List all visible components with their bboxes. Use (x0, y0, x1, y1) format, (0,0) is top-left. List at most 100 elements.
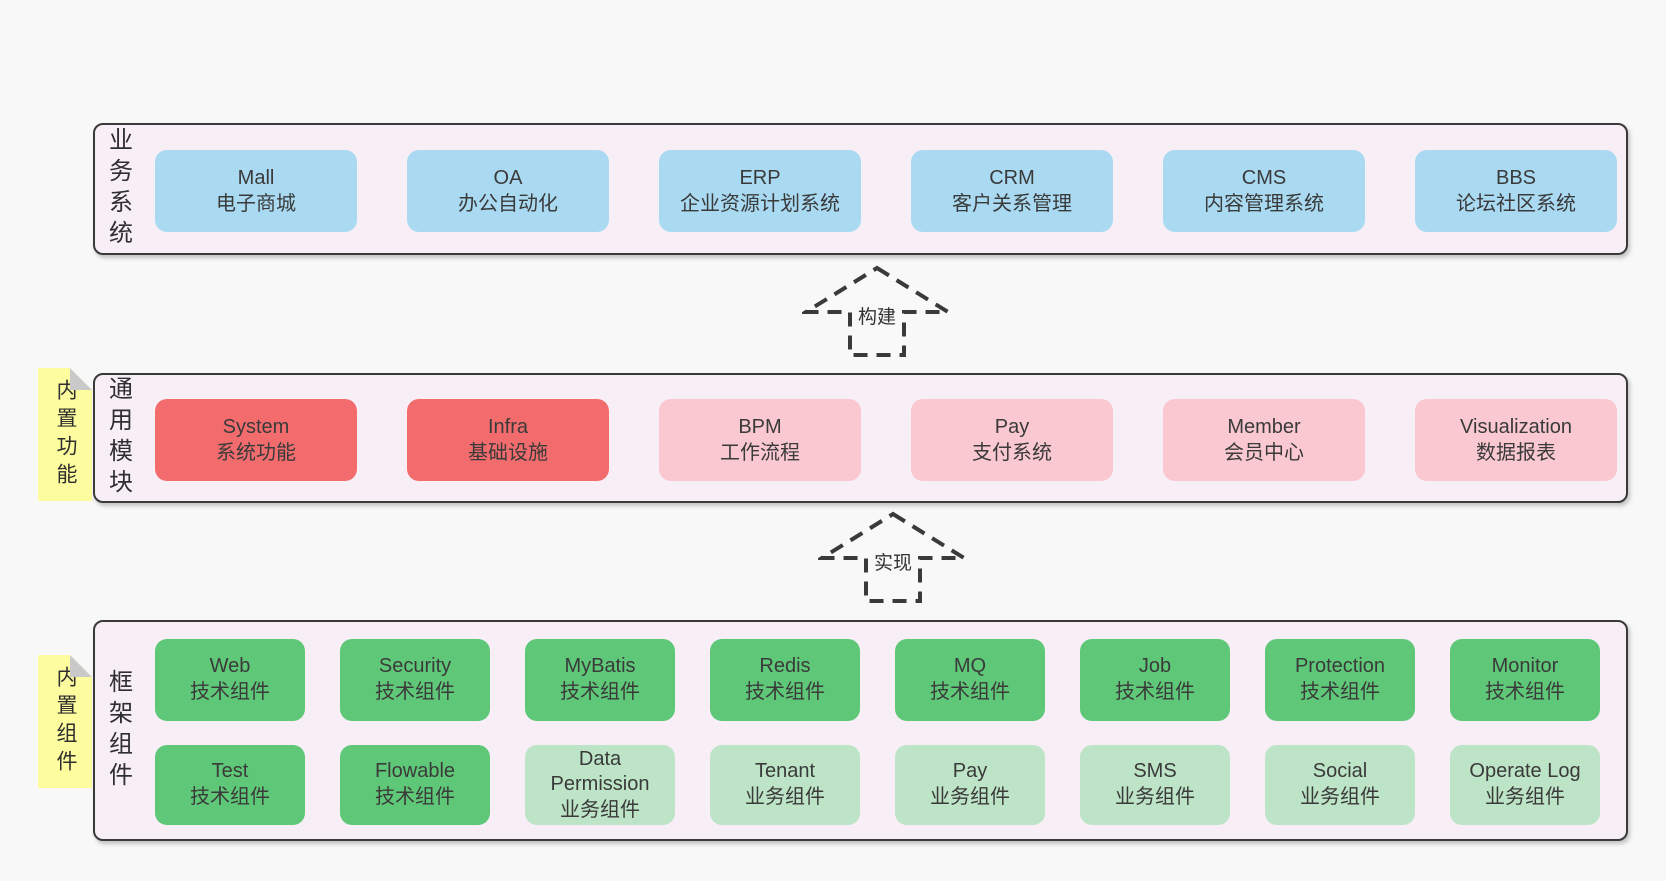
box-pay-system: Pay 支付系统 (911, 399, 1113, 481)
box-title: ERP (739, 166, 781, 189)
box-subtitle: 技术组件 (930, 681, 1010, 703)
box-subtitle: 客户关系管理 (952, 193, 1072, 215)
box-subtitle: 业务组件 (930, 786, 1010, 808)
arrow-implement-label: 实现 (870, 548, 916, 575)
box-bpm: BPM 工作流程 (659, 399, 861, 481)
box-infra: Infra 基础设施 (407, 399, 609, 481)
box-subtitle: 会员中心 (1224, 442, 1304, 464)
box-cms: CMS 内容管理系统 (1163, 150, 1365, 232)
box-subtitle: 电子商城 (216, 193, 296, 215)
box-subtitle: 技术组件 (375, 786, 455, 808)
box-title: BBS (1495, 166, 1537, 189)
box-subtitle: 技术组件 (560, 681, 640, 703)
layer-common-modules-label: 通用模块 (104, 376, 132, 500)
box-subtitle: 工作流程 (720, 442, 800, 464)
box-subtitle: 业务组件 (1485, 786, 1565, 808)
framework-components-row-2: Test 技术组件 Flowable 技术组件 Data Permission … (155, 745, 1616, 825)
box-test: Test 技术组件 (155, 745, 305, 825)
box-title: System (222, 415, 290, 438)
box-title: Protection (1294, 655, 1386, 678)
note-built-in-components-label: 内置组件 (54, 665, 77, 778)
note-built-in-features: 内置功能 (38, 368, 92, 501)
box-subtitle: 支付系统 (972, 442, 1052, 464)
arrow-build-label: 构建 (854, 302, 900, 329)
box-title: Member (1227, 415, 1301, 438)
box-social: Social 业务组件 (1265, 745, 1415, 825)
arrow-build: 构建 (802, 264, 952, 359)
box-title: Flowable (374, 760, 456, 783)
box-title: CMS (1241, 166, 1287, 189)
box-title: CRM (989, 166, 1035, 189)
box-oa: OA 办公自动化 (407, 150, 609, 232)
box-data-permission: Data Permission 业务组件 (525, 745, 675, 825)
box-web: Web 技术组件 (155, 639, 305, 721)
box-bbs: BBS 论坛社区系统 (1415, 150, 1617, 232)
box-sms: SMS 业务组件 (1080, 745, 1230, 825)
box-title: Monitor (1491, 655, 1559, 678)
box-redis: Redis 技术组件 (710, 639, 860, 721)
box-title: BPM (738, 415, 782, 438)
box-title: Job (1138, 655, 1172, 678)
layer-business-systems-label: 业务系统 (104, 127, 132, 251)
layer-framework-components: 框架组件 Web 技术组件 Security 技术组件 MyBatis 技术组件… (93, 620, 1628, 841)
box-tenant: Tenant 业务组件 (710, 745, 860, 825)
box-pay-component: Pay 业务组件 (895, 745, 1045, 825)
box-title: Mall (237, 166, 275, 189)
layer-business-systems: 业务系统 Mall 电子商城 OA 办公自动化 ERP 企业资源计划系统 CRM… (93, 123, 1628, 255)
box-subtitle: 技术组件 (1485, 681, 1565, 703)
box-mq: MQ 技术组件 (895, 639, 1045, 721)
box-subtitle: 技术组件 (1115, 681, 1195, 703)
box-title: OA (493, 166, 523, 189)
box-subtitle: 数据报表 (1476, 442, 1556, 464)
box-subtitle: 业务组件 (560, 798, 640, 821)
box-title: Pay (994, 415, 1030, 438)
box-subtitle: 技术组件 (190, 786, 270, 808)
box-title: Web (209, 655, 251, 678)
box-subtitle: 技术组件 (745, 681, 825, 703)
box-subtitle: 系统功能 (216, 442, 296, 464)
box-subtitle: 基础设施 (468, 442, 548, 464)
box-subtitle: 技术组件 (190, 681, 270, 703)
box-title: Test (211, 760, 249, 783)
box-subtitle: 业务组件 (1300, 786, 1380, 808)
layer-framework-components-label: 框架组件 (104, 668, 132, 793)
business-systems-row: Mall 电子商城 OA 办公自动化 ERP 企业资源计划系统 CRM 客户关系… (155, 150, 1617, 232)
box-title: MyBatis (564, 655, 636, 678)
layer-common-modules: 通用模块 System 系统功能 Infra 基础设施 BPM 工作流程 Pay… (93, 373, 1628, 503)
box-title: MQ (953, 655, 987, 678)
folded-corner-icon (70, 655, 92, 677)
arrow-implement: 实现 (818, 510, 968, 605)
box-title: Redis (759, 655, 811, 678)
note-built-in-components: 内置组件 (38, 655, 92, 788)
box-subtitle: 业务组件 (1115, 786, 1195, 808)
box-subtitle: 内容管理系统 (1204, 193, 1324, 215)
box-title: SMS (1133, 760, 1177, 783)
box-subtitle: 业务组件 (745, 786, 825, 808)
box-subtitle: 企业资源计划系统 (680, 193, 840, 215)
box-title: Visualization (1460, 415, 1572, 438)
box-title: Pay (952, 760, 988, 783)
box-system: System 系统功能 (155, 399, 357, 481)
box-subtitle: 办公自动化 (458, 193, 558, 215)
box-subtitle: 技术组件 (375, 681, 455, 703)
box-operate-log: Operate Log 业务组件 (1450, 745, 1600, 825)
box-erp: ERP 企业资源计划系统 (659, 150, 861, 232)
framework-components-row-1: Web 技术组件 Security 技术组件 MyBatis 技术组件 Redi… (155, 639, 1616, 721)
box-security: Security 技术组件 (340, 639, 490, 721)
box-title: Social (1312, 760, 1368, 783)
box-mall: Mall 电子商城 (155, 150, 357, 232)
box-title: Security (378, 655, 452, 678)
box-visualization: Visualization 数据报表 (1415, 399, 1617, 481)
box-title: Data Permission (550, 747, 650, 796)
box-title: Tenant (754, 760, 816, 783)
note-built-in-features-label: 内置功能 (54, 378, 77, 491)
box-monitor: Monitor 技术组件 (1450, 639, 1600, 721)
box-mybatis: MyBatis 技术组件 (525, 639, 675, 721)
box-title: Infra (487, 415, 529, 438)
common-modules-row: System 系统功能 Infra 基础设施 BPM 工作流程 Pay 支付系统… (155, 399, 1617, 481)
box-subtitle: 技术组件 (1300, 681, 1380, 703)
box-protection: Protection 技术组件 (1265, 639, 1415, 721)
box-crm: CRM 客户关系管理 (911, 150, 1113, 232)
box-title: Operate Log (1469, 760, 1581, 783)
